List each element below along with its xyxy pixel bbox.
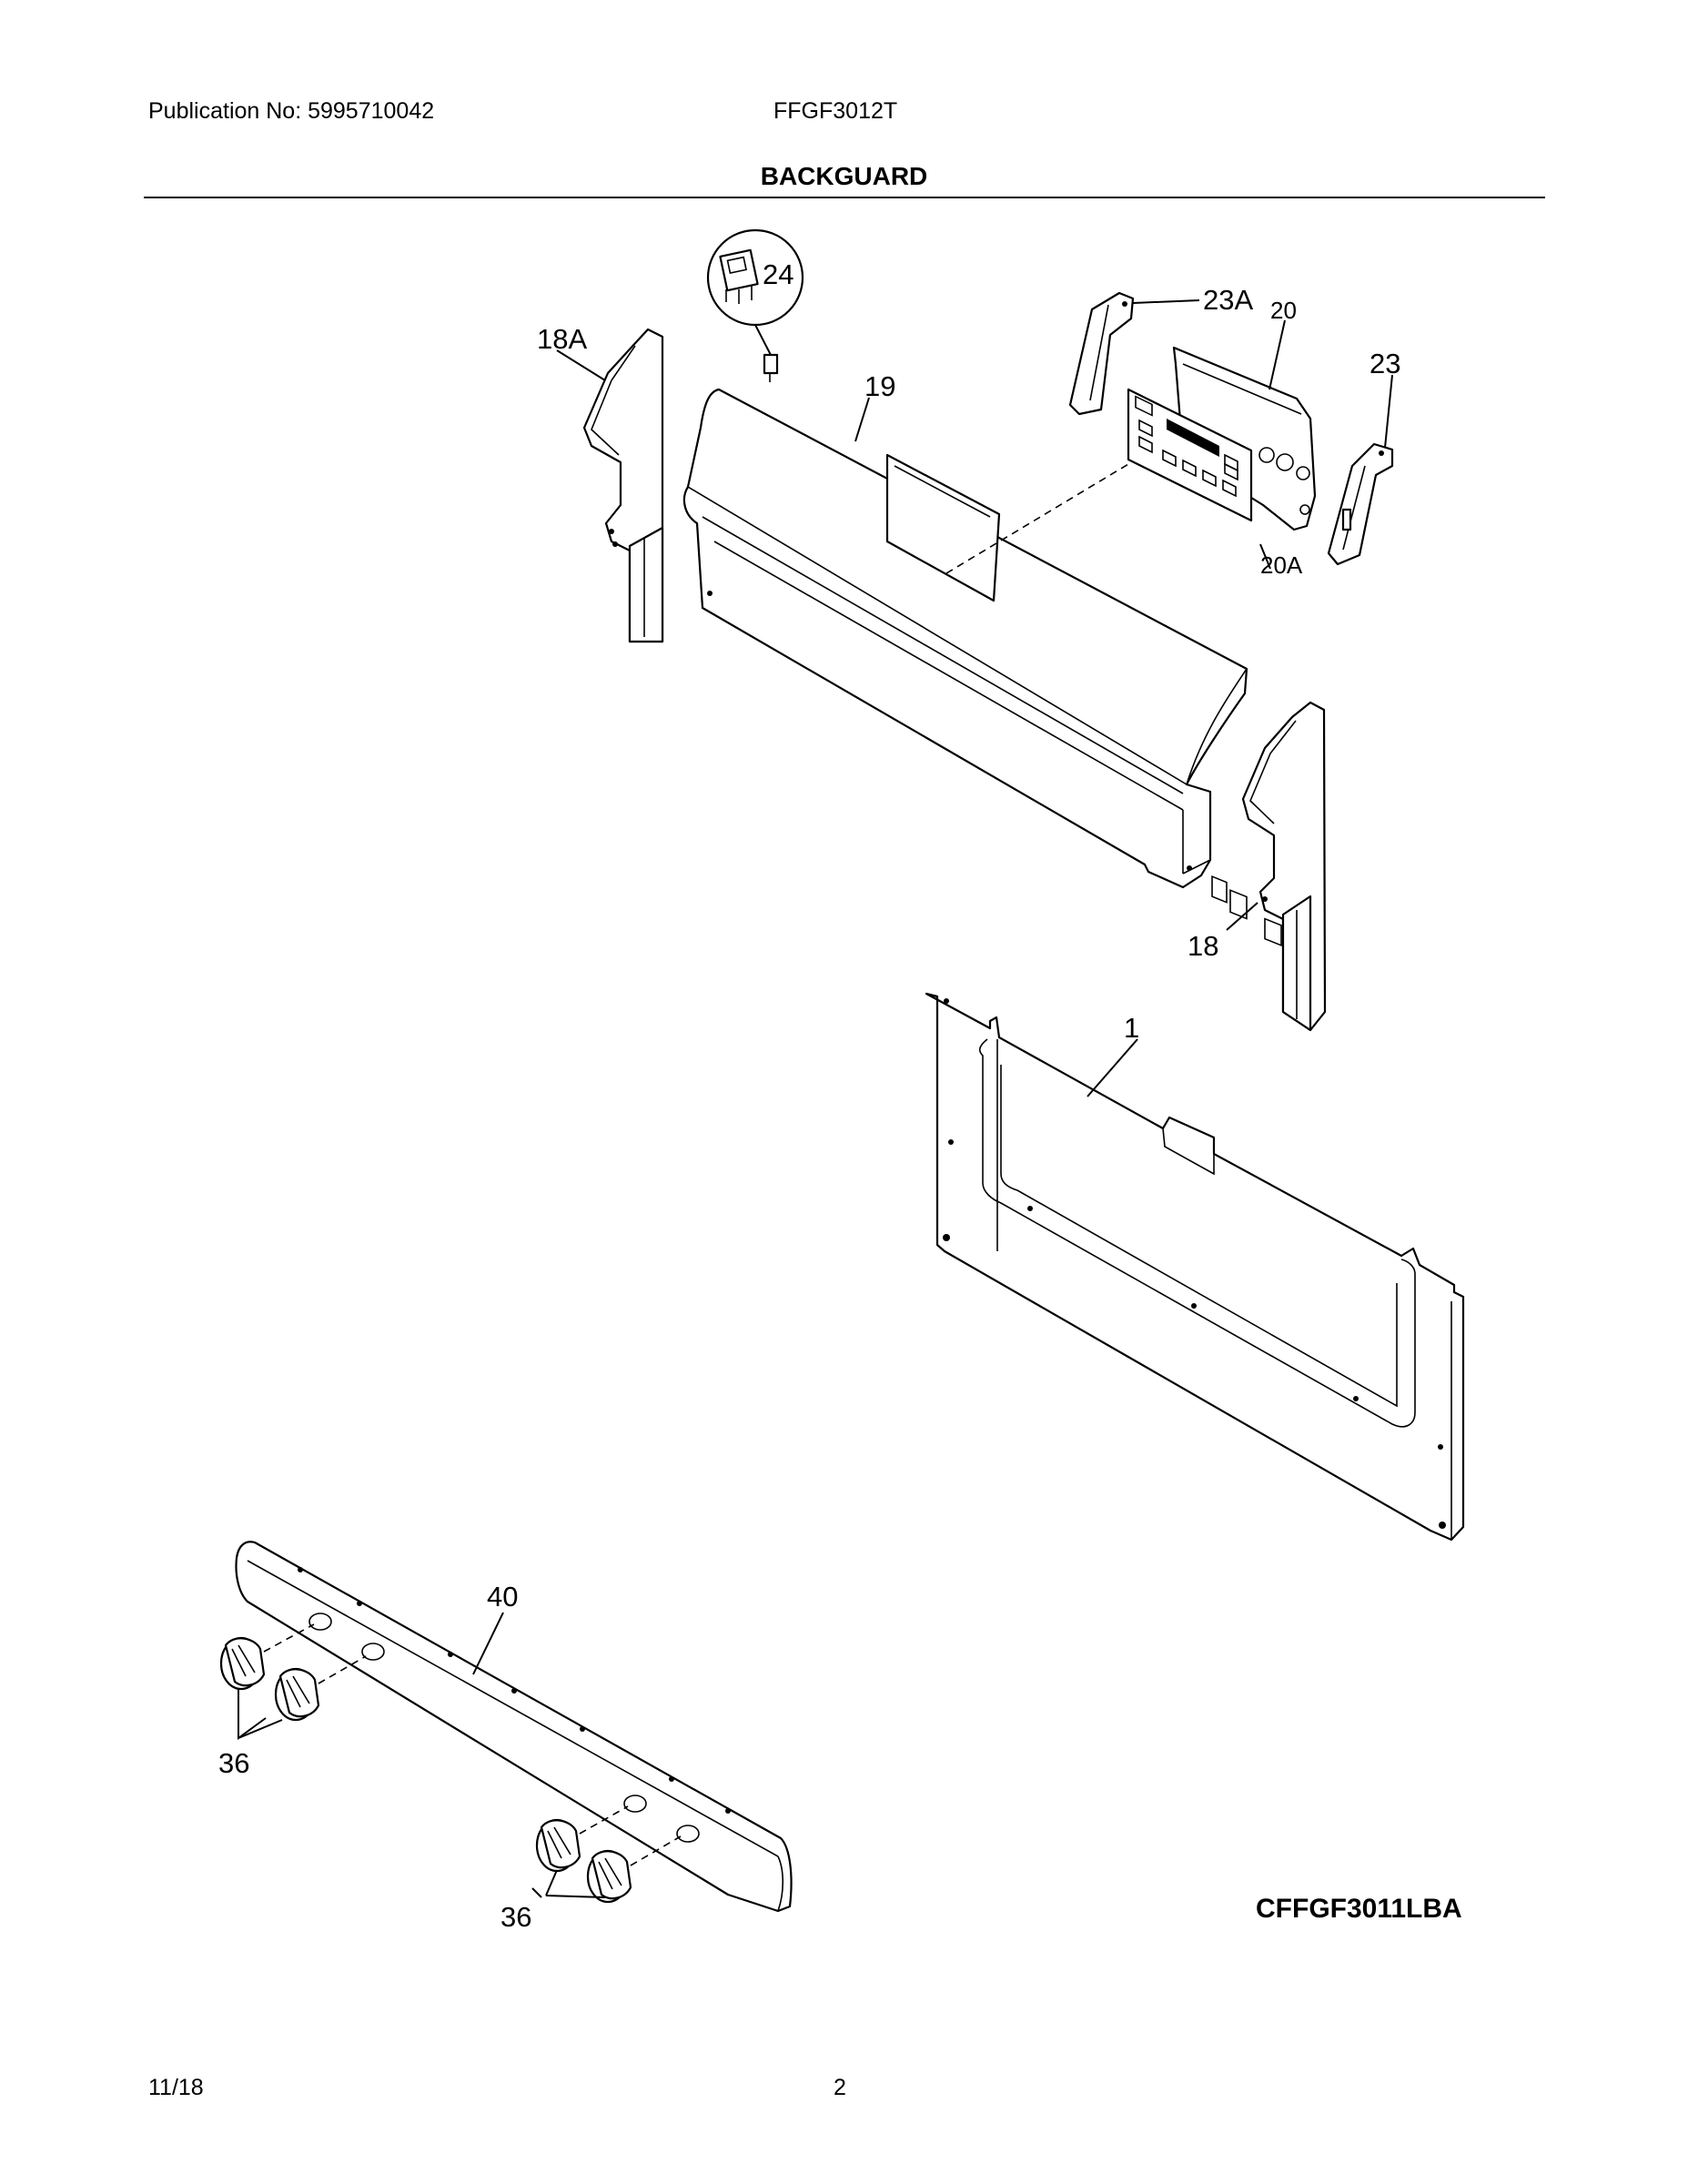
knob [219,1623,315,1691]
part-18-right-bracket [1241,701,1327,1032]
part-23-bracket [1327,442,1394,566]
part-23a-bracket [1068,291,1135,416]
knob [586,1835,682,1904]
publication-number: Publication No: 5995710042 [148,98,435,124]
header-rule [144,197,1545,198]
part-20-clock-control [1172,346,1317,946]
callout-40: 40 [487,1581,518,1613]
part-1-rear-panel [925,992,1465,1542]
callout-36-lower: 36 [500,1901,531,1933]
callout-20a: 20A [1260,551,1303,579]
callout-23a: 23A [1203,284,1253,316]
part-19-backguard-panel [682,388,1248,889]
callout-1: 1 [1124,1012,1139,1044]
callout-18: 18 [1188,930,1218,962]
part-20a-overlay [1127,388,1253,522]
callout-23: 23 [1370,348,1400,379]
footer-date: 11/18 [148,2075,204,2100]
part-40-control-panel [235,1541,793,1913]
part-24-switch [614,228,804,415]
leader-lines [238,299,1393,1898]
diagram-code: CFFGF3011LBA [1256,1894,1462,1924]
part-18a-left-bracket [582,328,664,643]
part-36-knobs [219,1623,682,1904]
knob [535,1805,629,1873]
callout-18a: 18A [537,323,587,355]
model-number: FFGF3012T [773,98,898,124]
callout-24: 24 [763,258,793,290]
callout-36-upper: 36 [218,1747,249,1779]
page-number: 2 [834,2075,846,2100]
callout-19: 19 [864,370,895,402]
callout-20: 20 [1270,297,1297,324]
section-title: BACKGUARD [760,162,928,190]
knob [274,1655,367,1722]
